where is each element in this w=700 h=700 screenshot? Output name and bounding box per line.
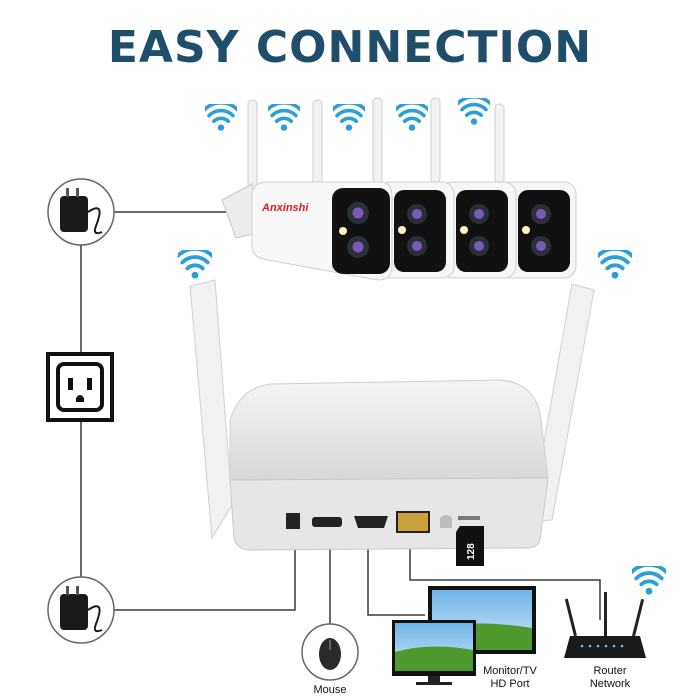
hdmi-port [354, 516, 388, 528]
sd-card-icon: 128 [456, 526, 484, 566]
page-title: EASY CONNECTION [107, 22, 593, 73]
monitor-label: Monitor/TV HD Port [474, 665, 546, 691]
monitor-icon [392, 586, 536, 685]
router-label-line1: Router [593, 665, 627, 677]
wifi-icon [333, 104, 365, 132]
power-port [286, 513, 300, 529]
brand-logo: Anxinshi [261, 202, 309, 214]
security-cameras: Anxinshi [221, 97, 577, 281]
wifi-icon [396, 104, 428, 132]
nvr-box [229, 379, 549, 551]
connection-lines [80, 211, 601, 625]
power-adapter-icon [47, 178, 115, 246]
wifi-icon [205, 104, 237, 132]
wifi-icon [178, 250, 212, 280]
monitor-label-line1: Monitor/TV [483, 665, 537, 677]
usb-port [312, 517, 342, 527]
wifi-icon [632, 566, 666, 596]
wifi-icon [268, 104, 300, 132]
sd-card-capacity: 128 [466, 543, 477, 560]
monitor-label-line2: HD Port [490, 678, 530, 690]
wifi-icon [458, 98, 490, 126]
mouse-label: Mouse [313, 684, 347, 696]
lan-port [396, 511, 430, 533]
router-label-line2: Network [589, 678, 631, 690]
wall-outlet-icon [46, 352, 114, 422]
router-icon [564, 592, 646, 658]
router-label: Router Network [574, 665, 646, 691]
power-adapter-icon [47, 576, 115, 644]
wifi-icon [598, 250, 632, 280]
mouse-icon [301, 623, 359, 681]
